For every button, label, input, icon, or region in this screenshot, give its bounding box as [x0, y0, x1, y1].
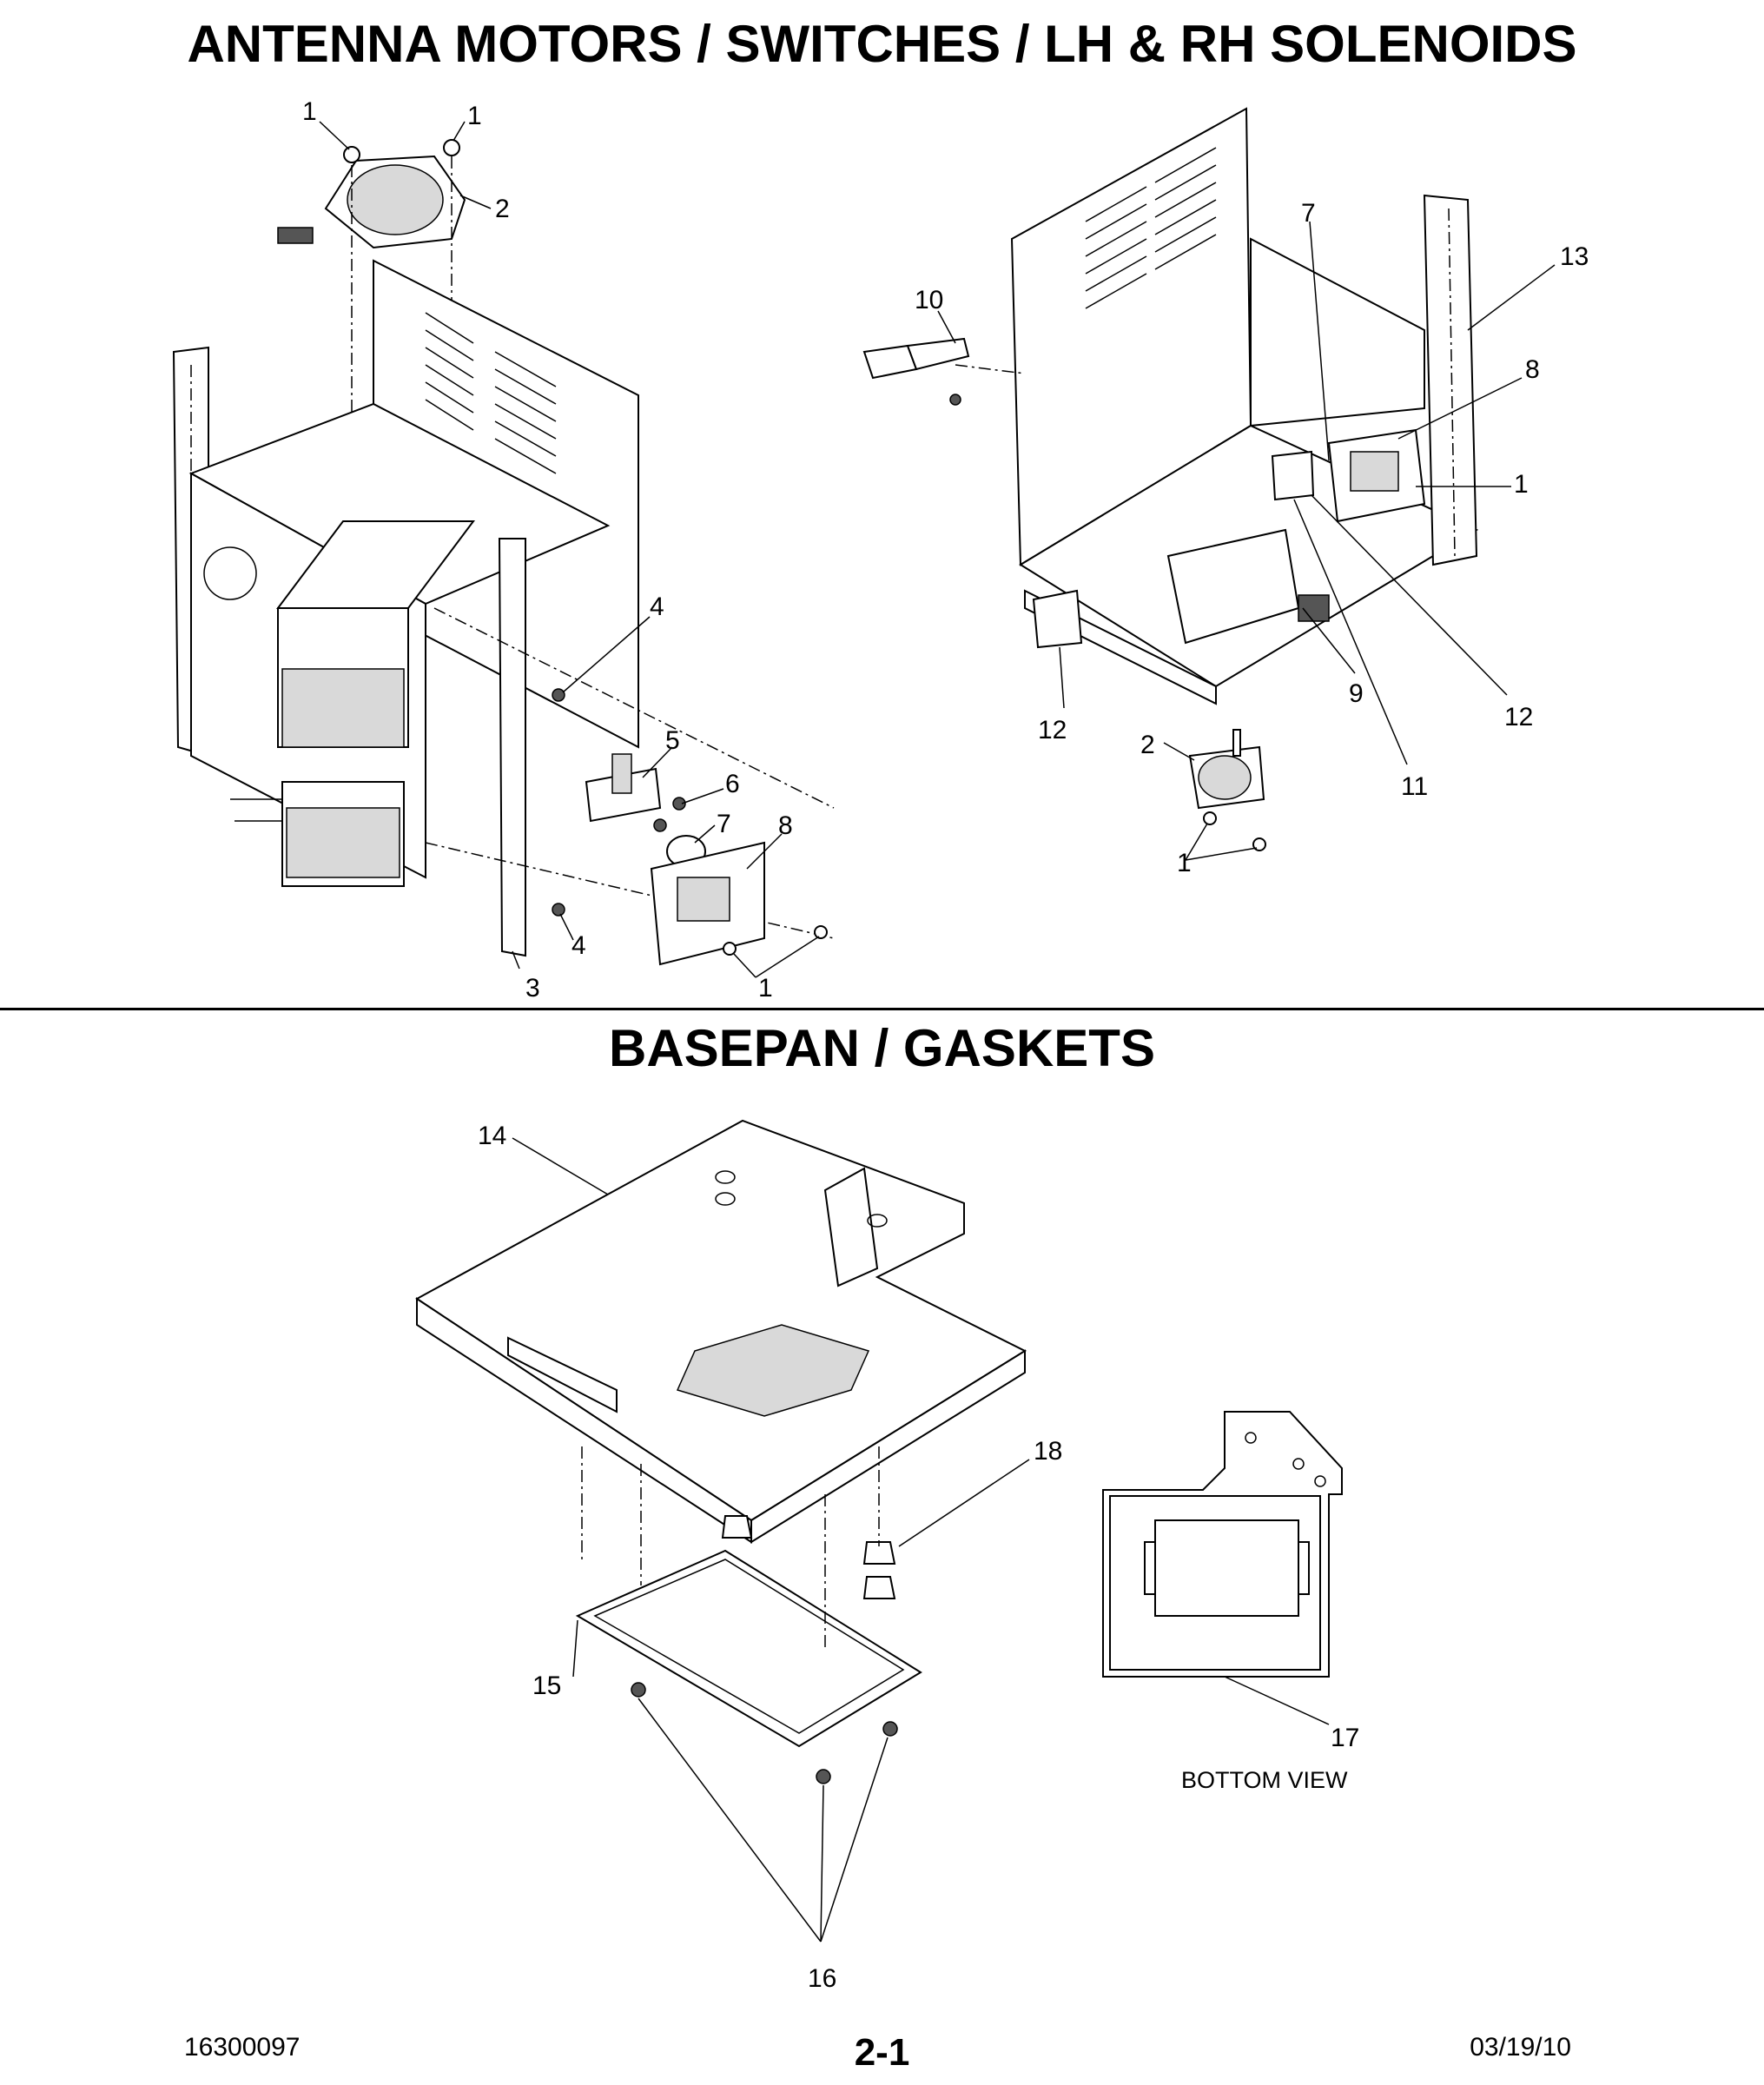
- callout-4: 4: [571, 931, 586, 960]
- solenoid-5: [585, 753, 662, 823]
- basepan-assembly: [415, 1119, 1030, 1943]
- page-number: 2-1: [854, 2031, 910, 2074]
- callout-9: 9: [1349, 679, 1364, 708]
- solenoid-9: [1166, 528, 1330, 645]
- callout-8: 8: [778, 811, 793, 840]
- lever-10: [862, 337, 970, 380]
- callout-11: 11: [1401, 772, 1428, 801]
- callout-6: 6: [725, 770, 740, 798]
- left-assembly: [172, 121, 835, 978]
- callout-7: 7: [717, 810, 731, 838]
- antenna-motor-bottom: [1188, 729, 1265, 810]
- callout-2: 2: [495, 195, 510, 223]
- document-date: 03/19/10: [1470, 2033, 1571, 2062]
- callout-4: 4: [650, 592, 664, 621]
- section-title-antenna: ANTENNA MOTORS / SWITCHES / LH & RH SOLE…: [187, 15, 1577, 73]
- callout-7: 7: [1301, 199, 1316, 228]
- bottom-view-label: BOTTOM VIEW: [1181, 1767, 1348, 1793]
- antenna-motor-top: [277, 139, 466, 249]
- callout-17: 17: [1331, 1724, 1359, 1752]
- callout-16: 16: [808, 1964, 836, 1993]
- callout-12: 12: [1038, 716, 1067, 745]
- callout-18: 18: [1034, 1437, 1062, 1466]
- section-title-basepan: BASEPAN / GASKETS: [609, 1019, 1155, 1077]
- callout-5: 5: [665, 726, 680, 755]
- right-callouts: 7 13 10 8 1 12 9 12 2 11 1: [915, 199, 1589, 877]
- magnetron: [230, 520, 475, 887]
- callout-1: 1: [302, 97, 317, 126]
- left-callouts: 1 1 2 3 4 4 5 6 7 8 1: [302, 97, 793, 1003]
- callout-1: 1: [1514, 470, 1529, 499]
- switch-bracket-8-right: [1327, 428, 1426, 523]
- callout-12: 12: [1504, 703, 1533, 731]
- document-number: 16300097: [184, 2033, 301, 2062]
- callout-10: 10: [915, 286, 943, 314]
- callout-14: 14: [478, 1122, 506, 1150]
- section-divider: [0, 1008, 1764, 1010]
- right-assembly: [862, 107, 1556, 861]
- callout-13: 13: [1560, 242, 1589, 271]
- basepan-callouts: 14 18 15 17 16 BOTTOM VIEW: [478, 1122, 1359, 1993]
- callout-8: 8: [1525, 355, 1540, 384]
- louvres-right: [1085, 147, 1217, 309]
- callout-1: 1: [1177, 849, 1192, 877]
- callout-3: 3: [525, 974, 540, 1003]
- louvres-left: [425, 312, 557, 474]
- switch-bracket-8: [650, 841, 765, 966]
- callout-1: 1: [758, 974, 773, 1003]
- callout-2: 2: [1140, 731, 1155, 759]
- callout-1: 1: [467, 102, 482, 130]
- bottom-view-17: [1102, 1411, 1343, 1725]
- callout-15: 15: [532, 1671, 561, 1700]
